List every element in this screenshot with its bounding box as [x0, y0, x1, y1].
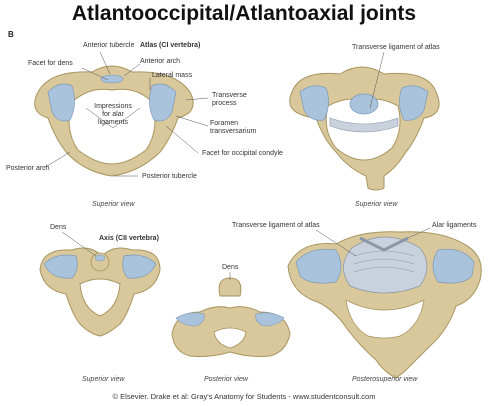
atlas-ligament-illustration [290, 67, 439, 190]
label-facet-occipital-condyle: Facet for occipital condyle [202, 150, 283, 158]
label-dens-middle: Dens [222, 264, 238, 272]
axis-superior-illustration [40, 248, 160, 336]
view-caption-posterosuperior: Posterosuperior view [352, 376, 417, 383]
label-posterior-arch: Posterior arch [6, 165, 50, 173]
label-anterior-arch: Anterior arch [140, 58, 180, 66]
label-transverse-process: Transverse process [212, 92, 247, 108]
axis-posterior-illustration [172, 278, 290, 357]
label-alar-ligaments: Alar ligaments [432, 222, 476, 230]
label-lateral-mass: Lateral mass [152, 72, 192, 80]
view-caption-superior-2: Superior view [355, 201, 397, 208]
copyright-credit: © Elsevier. Drake et al: Gray's Anatomy … [0, 392, 488, 401]
label-impressions-alar: Impressions for alar ligaments [90, 103, 136, 127]
label-anterior-tubercle: Anterior tubercle [83, 42, 134, 50]
label-foramen-transversarium: Foramen transversarium [210, 120, 256, 136]
label-posterior-tubercle: Posterior tubercle [142, 173, 197, 181]
label-axis-title: Axis (CII vertebra) [99, 235, 159, 243]
view-caption-superior-1: Superior view [92, 201, 134, 208]
label-atlas-title: Atlas (CI vertebra) [140, 42, 200, 50]
label-transverse-ligament-bottom: Transverse ligament of atlas [232, 222, 320, 230]
view-caption-posterior: Posterior view [204, 376, 248, 383]
view-caption-superior-3: Superior view [82, 376, 124, 383]
label-facet-for-dens: Facet for dens [28, 60, 73, 68]
atlantoaxial-posterosuperior-illustration [288, 232, 481, 378]
label-transverse-ligament-top: Transverse ligament of atlas [352, 44, 440, 52]
label-dens-left: Dens [50, 224, 66, 232]
